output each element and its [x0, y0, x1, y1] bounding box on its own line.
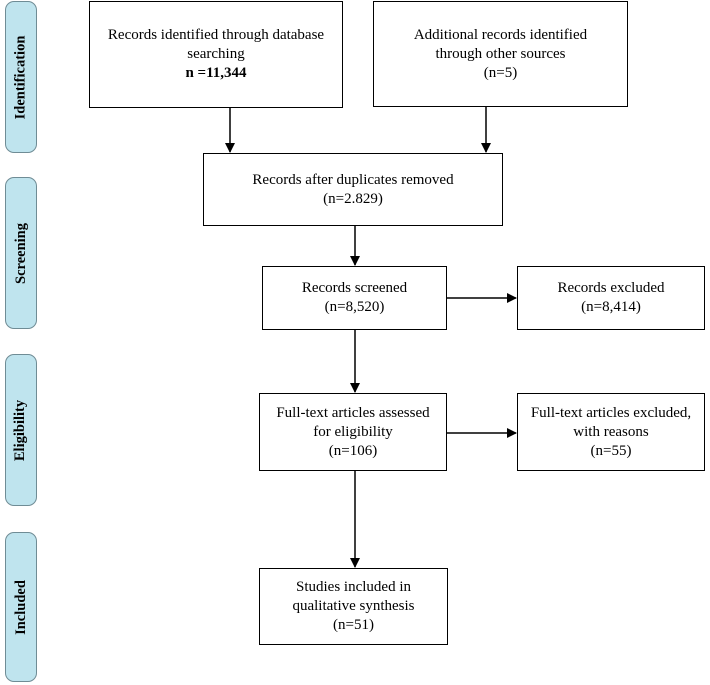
other-sources-line1: Additional records identified — [413, 26, 588, 43]
duplicates-removed-box: Records after duplicates removed (n=2.82… — [203, 153, 503, 226]
fulltext-assessed-line2: for eligibility — [313, 423, 393, 440]
fulltext-excluded-count: (n=55) — [590, 442, 632, 459]
records-screened-box: Records screened (n=8,520) — [262, 266, 447, 330]
phase-eligibility: Eligibility — [5, 354, 37, 506]
studies-included-count: (n=51) — [333, 617, 374, 633]
records-excluded-box: Records excluded (n=8,414) — [517, 266, 705, 330]
fulltext-excluded-line2: with reasons — [573, 423, 649, 440]
studies-included-line1: Studies included in — [296, 579, 411, 595]
studies-included-box: Studies included in qualitative synthesi… — [259, 568, 448, 645]
other-sources-box: Additional records identified through ot… — [373, 1, 628, 107]
fulltext-assessed-box: Full-text articles assessed for eligibil… — [259, 393, 447, 471]
records-screened-count: (n=8,520) — [324, 299, 385, 315]
records-excluded-line1: Records excluded — [557, 280, 665, 296]
database-records-line2: searching — [187, 46, 245, 62]
duplicates-removed-line1: Records after duplicates removed — [252, 171, 454, 188]
fulltext-excluded-box: Full-text articles excluded, with reason… — [517, 393, 705, 471]
database-records-box: Records identified through database sear… — [89, 1, 343, 108]
fulltext-assessed-count: (n=106) — [328, 442, 378, 459]
phase-screening: Screening — [5, 177, 37, 329]
other-sources-line2: through other sources — [435, 45, 566, 62]
other-sources-count: (n=5) — [483, 64, 518, 81]
phase-included: Included — [5, 532, 37, 682]
records-excluded-count: (n=8,414) — [581, 299, 641, 315]
fulltext-assessed-line1: Full-text articles assessed — [276, 404, 430, 421]
fulltext-excluded-line1: Full-text articles excluded, — [530, 404, 692, 421]
records-screened-line1: Records screened — [301, 280, 408, 296]
duplicates-removed-count: (n=2.829) — [323, 190, 383, 207]
database-records-line1: Records identified through database — [107, 27, 325, 43]
studies-included-line2: qualitative synthesis — [292, 598, 415, 614]
database-records-count: n =11,344 — [185, 65, 247, 81]
phase-identification: Identification — [5, 1, 37, 153]
